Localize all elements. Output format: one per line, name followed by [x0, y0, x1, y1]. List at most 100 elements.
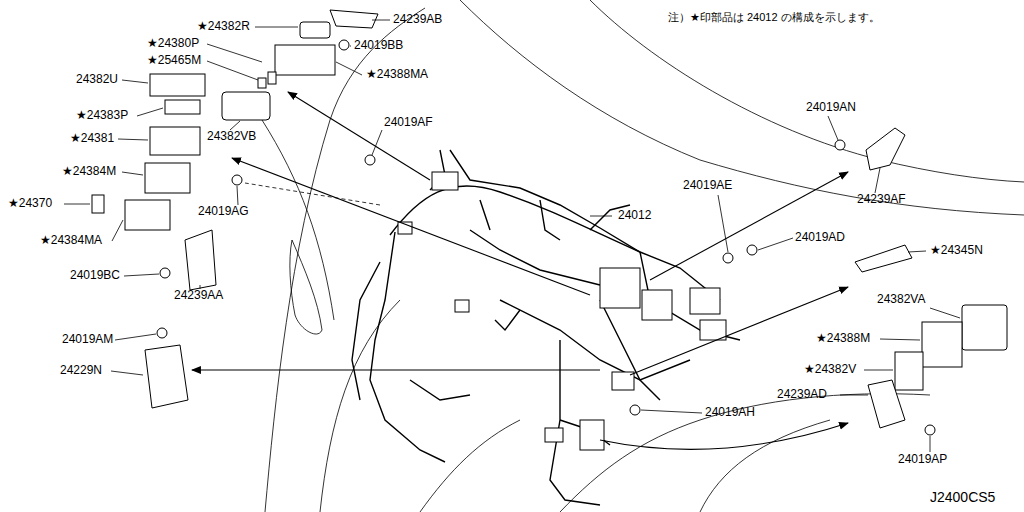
part-number: 24019AN	[806, 101, 856, 115]
wiring-harness-item	[390, 186, 640, 252]
car-body-item	[560, 394, 930, 512]
leader-lines-item	[875, 168, 880, 193]
leader-lines-item	[237, 186, 238, 205]
leader-lines-item	[758, 238, 793, 250]
car-body-item	[290, 240, 322, 334]
leader-lines-item	[840, 395, 868, 396]
callout-arrows-item	[192, 369, 600, 370]
parts-item	[925, 425, 935, 435]
leader-lines-item	[124, 274, 159, 276]
parts-item	[145, 345, 188, 408]
parts-item	[300, 22, 330, 38]
harness-connectors-item	[690, 288, 720, 314]
note: 注）★印部品は 24012 の構成を示します。	[668, 11, 880, 24]
parts-item	[723, 253, 733, 263]
parts-item	[275, 45, 335, 75]
leader-lines-item	[137, 108, 163, 116]
diagram-code: J2400CS5	[930, 489, 995, 505]
part-number: ★24384MA	[40, 234, 102, 248]
part-number: 24019AH	[705, 406, 755, 420]
callout-arrows	[192, 92, 848, 449]
parts-item	[895, 352, 923, 390]
leader-lines-item	[122, 80, 148, 83]
leader-lines-item	[880, 339, 920, 340]
leader-lines-item	[255, 27, 298, 28]
wiring-harness-item	[470, 230, 600, 285]
car-body-item	[460, 0, 1024, 215]
part-number: ★24381	[70, 132, 114, 146]
wiring-harness-item	[480, 200, 490, 230]
parts-item	[747, 245, 757, 255]
parts-item	[922, 322, 962, 367]
callout-arrows-item	[232, 158, 590, 295]
part-number: 24019AG	[198, 205, 249, 219]
part-number: ★24382R	[197, 20, 250, 34]
leader-lines-item	[930, 436, 931, 452]
wiring-harness-item	[352, 262, 380, 400]
part-number: 24239AD	[777, 388, 827, 402]
part-number: 24382VA	[877, 293, 926, 307]
leader-lines-item	[828, 116, 838, 140]
leader-lines-item	[908, 251, 926, 252]
part-number: ★25465M	[147, 54, 201, 68]
callout-arrows-item	[650, 172, 848, 280]
part-number: ★24383P	[76, 109, 128, 123]
part-number: 24019BB	[354, 39, 403, 53]
wiring-harness-item	[450, 150, 720, 300]
leader-lines-item	[336, 62, 362, 75]
leader-lines-item	[864, 370, 893, 371]
parts-item	[339, 40, 349, 50]
wiring-harness-item	[640, 252, 740, 340]
part-number: ★24388MA	[366, 68, 428, 82]
callout-arrows-item	[288, 92, 430, 180]
leader-lines-item	[372, 130, 382, 155]
part-number: 24012	[618, 209, 651, 223]
harness-connectors-item	[600, 268, 640, 308]
parts-item	[866, 128, 905, 170]
harness-connectors-item	[580, 420, 604, 450]
parts-item	[222, 92, 270, 120]
parts	[92, 10, 1007, 435]
harness-connectors-item	[642, 290, 672, 320]
leader-lines-item	[230, 121, 240, 130]
part-number: 24382VB	[207, 130, 256, 144]
wiring-harness	[352, 150, 740, 505]
parts-item	[150, 74, 205, 96]
leader-lines	[64, 20, 960, 452]
parts-item	[268, 72, 276, 84]
leader-lines-item	[350, 46, 351, 47]
leader-lines-item	[372, 20, 390, 21]
part-number: 24019AP	[898, 453, 947, 467]
harness-connectors-item	[432, 172, 458, 190]
car-body-item	[420, 420, 520, 512]
car-body-item	[320, 300, 400, 512]
parts-item	[157, 328, 167, 338]
parts-item	[855, 245, 912, 272]
parts-item	[232, 175, 242, 185]
leader-lines-item	[112, 220, 123, 241]
parts-item	[258, 78, 266, 88]
parts-item	[150, 127, 200, 155]
part-number: ★24384M	[62, 165, 116, 179]
harness-connectors-item	[700, 320, 726, 340]
wiring-harness-item	[370, 232, 445, 462]
wiring-harness-item	[540, 200, 560, 240]
leader-lines-item	[207, 44, 262, 62]
car-body-item	[265, 8, 425, 512]
part-number: ★24382V	[804, 363, 856, 377]
part-number: ★24388M	[816, 332, 870, 346]
parts-item	[365, 155, 375, 165]
parts-item	[962, 305, 1007, 350]
car-body-item	[262, 120, 334, 320]
harness-connectors-item	[455, 300, 469, 312]
part-number: 24019AM	[62, 333, 113, 347]
leader-lines-item	[122, 172, 143, 175]
part-number: ★24345N	[930, 244, 983, 258]
leader-lines-item	[718, 195, 728, 252]
part-number: 24239AB	[393, 13, 442, 27]
part-number: 24019AE	[683, 179, 732, 193]
part-number: 24019AF	[384, 116, 433, 130]
part-number: 24382U	[76, 73, 118, 87]
